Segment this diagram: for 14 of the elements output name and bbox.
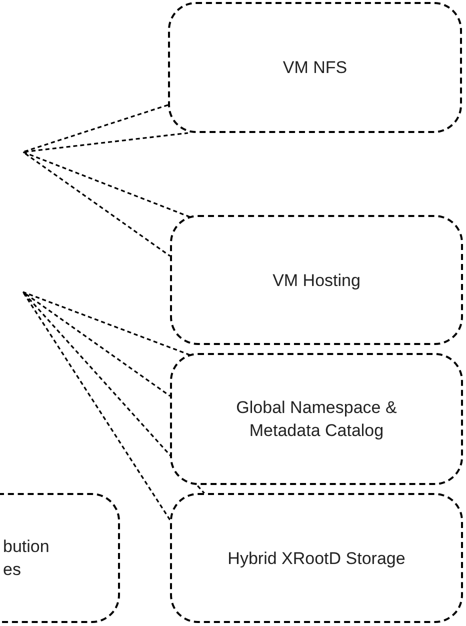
rounded-dashed-box bbox=[168, 2, 462, 133]
node-label: Global Namespace & Metadata Catalog bbox=[235, 397, 398, 442]
node-label: Hybrid XRootD Storage bbox=[228, 548, 406, 570]
callout-tail bbox=[22, 104, 188, 153]
node-label: VM NFS bbox=[282, 57, 348, 79]
callout-tail bbox=[22, 291, 190, 397]
node-label: VM Hosting bbox=[272, 270, 360, 292]
node-label: bution es bbox=[3, 536, 50, 581]
callout-tail bbox=[22, 151, 190, 257]
callout-tail bbox=[22, 291, 206, 520]
rounded-dashed-box bbox=[170, 493, 463, 623]
rounded-dashed-box bbox=[0, 493, 120, 623]
rounded-dashed-box bbox=[170, 215, 463, 345]
rounded-dashed-box bbox=[170, 353, 463, 485]
